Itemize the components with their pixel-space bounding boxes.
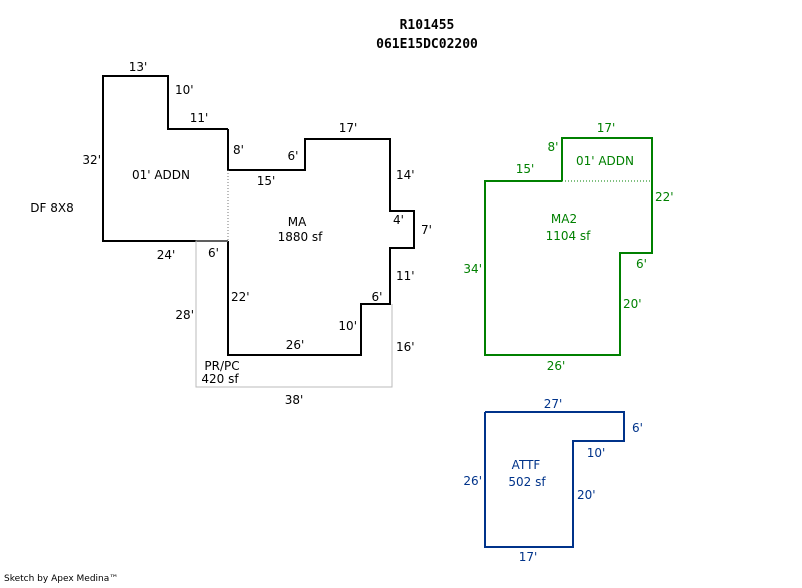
dim-38: 38': [285, 393, 304, 407]
dim-22: 22': [231, 290, 250, 304]
dim-4: 4': [393, 213, 404, 227]
ma2-dim-20: 20': [623, 297, 642, 311]
attf-sketch: [484, 411, 625, 548]
dim-28: 28': [175, 308, 194, 322]
ma-outline: [227, 129, 415, 356]
attf-dim-6: 6': [632, 421, 643, 435]
dim-6-top: 6': [288, 149, 299, 163]
attf-dim-20: 20': [577, 488, 596, 502]
dim-15: 15': [257, 174, 276, 188]
main-sketch-labels: 01' ADDN MA 1880 sf PR/PC 420 sf DF 8X8 …: [30, 60, 432, 407]
ma2-sketch-labels: 01' ADDN MA2 1104 sf 8' 17' 15' 22' 34' …: [463, 121, 673, 373]
df-label: DF 8X8: [30, 201, 73, 215]
dim-32: 32': [82, 153, 101, 167]
ma-area: 1880 sf: [278, 230, 324, 244]
dim-10-addn: 10': [175, 83, 194, 97]
dim-16: 16': [396, 340, 415, 354]
attf-sketch-labels: ATTF 502 sf 27' 6' 10' 26' 20' 17': [463, 397, 643, 564]
dim-13: 13': [129, 60, 148, 74]
addn-name: 01' ADDN: [132, 168, 190, 182]
dim-11-ma: 11': [396, 269, 415, 283]
ma2-dim-6: 6': [636, 257, 647, 271]
ma2-outline: [484, 180, 653, 356]
ma2-name: MA2: [551, 212, 577, 226]
dim-10-ma: 10': [338, 319, 357, 333]
parcel-id: R101455: [399, 18, 455, 33]
attf-outline: [484, 411, 625, 548]
attf-area: 502 sf: [508, 475, 546, 489]
prpc-area: 420 sf: [201, 372, 239, 386]
dim-8: 8': [233, 143, 244, 157]
ma-name: MA: [288, 215, 307, 229]
prpc-outline: [195, 240, 393, 388]
ma2-dim-26: 26': [547, 359, 566, 373]
ma2-addn-outline: [561, 137, 653, 181]
sketch-credit: Sketch by Apex Medina™: [4, 574, 119, 584]
ma2-addn-name: 01' ADDN: [576, 154, 634, 168]
dim-7: 7': [421, 223, 432, 237]
ma2-dim-22: 22': [655, 190, 674, 204]
attf-dim-27: 27': [544, 397, 563, 411]
dim-6-prpc: 6': [208, 246, 219, 260]
dim-17: 17': [339, 121, 358, 135]
ma2-dim-15: 15': [516, 162, 535, 176]
ma2-dim-8: 8': [548, 140, 559, 154]
main-sketch: [102, 75, 415, 388]
attf-dim-10: 10': [587, 446, 606, 460]
prpc-name: PR/PC: [204, 359, 239, 373]
dim-6-step: 6': [372, 290, 383, 304]
dim-26: 26': [286, 338, 305, 352]
dim-24: 24': [157, 248, 176, 262]
dim-11-addn: 11': [190, 111, 209, 125]
ma2-sketch: [484, 137, 653, 356]
map-tax-lot: 061E15DC02200: [376, 37, 478, 52]
ma2-area: 1104 sf: [546, 229, 592, 243]
attf-dim-26: 26': [463, 474, 482, 488]
attf-dim-17: 17': [519, 550, 538, 564]
ma2-dim-17: 17': [597, 121, 616, 135]
attf-name: ATTF: [512, 458, 541, 472]
ma2-dim-34: 34': [463, 262, 482, 276]
addn-outline: [102, 75, 228, 242]
dim-14: 14': [396, 168, 415, 182]
